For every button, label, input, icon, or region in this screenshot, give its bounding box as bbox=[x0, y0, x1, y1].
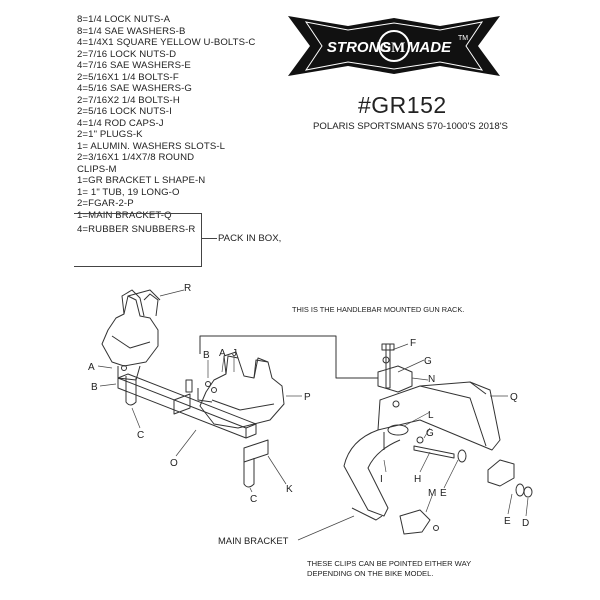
pack-in-box-label: PACK IN BOX, bbox=[218, 233, 282, 244]
parts-list-item: 8=1/4 LOCK NUTS-A bbox=[77, 14, 171, 25]
callout-c: C bbox=[250, 494, 257, 505]
callout-q: Q bbox=[510, 392, 518, 403]
callout-g: G bbox=[424, 356, 432, 367]
model-number: #GR152 bbox=[358, 92, 447, 118]
callout-a: A bbox=[219, 348, 226, 359]
connector-line bbox=[199, 335, 378, 379]
callout-e: E bbox=[504, 516, 511, 527]
clips-note-line: DEPENDING ON THE BIKE MODEL. bbox=[307, 569, 434, 578]
u-bolt-left-drawing bbox=[125, 376, 137, 406]
callout-c: C bbox=[137, 430, 144, 441]
callout-m: M bbox=[428, 488, 436, 499]
parts-list-item: 2=5/16X1 1/4 BOLTS-F bbox=[77, 71, 179, 83]
callout-a: A bbox=[88, 362, 95, 373]
callout-g: G bbox=[426, 428, 434, 439]
callout-h: H bbox=[414, 474, 421, 485]
parts-list-item: 1=MAIN BRACKET-Q bbox=[77, 209, 172, 221]
u-bolt-right-drawing bbox=[243, 458, 255, 488]
callout-l: L bbox=[428, 410, 434, 421]
main-bracket-drawing bbox=[343, 381, 501, 521]
callout-f: F bbox=[410, 338, 416, 349]
washer-e2-drawing bbox=[515, 483, 525, 497]
callout-k: K bbox=[286, 484, 293, 495]
gun-grip-right-drawing bbox=[185, 351, 285, 429]
pack-in-box-leader bbox=[201, 238, 217, 239]
callout-d: D bbox=[522, 518, 529, 529]
tube-drawing bbox=[117, 373, 269, 463]
bolt-h-drawing bbox=[413, 445, 455, 459]
parts-list-item: 2=1" PLUGS-K bbox=[77, 129, 143, 140]
parts-list-item: 2=3/16X1 1/4X7/8 ROUND bbox=[77, 152, 195, 163]
washer-e1-drawing bbox=[457, 449, 467, 463]
clip-m-drawing bbox=[399, 509, 431, 535]
callout-i: I bbox=[380, 474, 383, 485]
parts-list-item: 2=5/16 LOCK NUTS-I bbox=[77, 106, 172, 117]
parts-list-item: CLIPS-M bbox=[77, 163, 117, 175]
main-bracket-label: MAIN BRACKET bbox=[218, 535, 289, 546]
model-subtitle: POLARIS SPORTSMANS 570-1000'S 2018'S bbox=[313, 121, 508, 132]
clips-note-line: THESE CLIPS CAN BE POINTED EITHER WAY bbox=[307, 559, 472, 568]
lock-nut-d-drawing bbox=[523, 486, 533, 498]
callout-n: N bbox=[428, 374, 435, 385]
parts-list-item: 2=FGAR-2-P bbox=[77, 198, 134, 209]
parts-list-item: 4=5/16 SAE WASHERS-G bbox=[77, 83, 192, 94]
parts-list-item: 4=1/4 ROD CAPS-J bbox=[77, 117, 164, 129]
parts-list-item: 1=GR BRACKET L SHAPE-N bbox=[77, 175, 206, 186]
strong-made-logo: STRONG SM MADE TM bbox=[288, 14, 500, 83]
logo-left-text: STRONG bbox=[327, 39, 392, 56]
gun-grip-left-drawing bbox=[101, 289, 161, 381]
callout-p: P bbox=[304, 392, 311, 403]
callout-o: O bbox=[170, 458, 178, 469]
callout-j: J bbox=[232, 348, 237, 359]
l-bracket-drawing bbox=[377, 365, 413, 393]
clips-note: THESE CLIPS CAN BE POINTED EITHER WAY DE… bbox=[307, 559, 471, 579]
parts-list-item: 2=7/16X2 1/4 BOLTS-H bbox=[77, 94, 180, 106]
alum-washer-drawing bbox=[387, 424, 409, 436]
logo-badge-text: SM bbox=[383, 40, 406, 56]
bolt-f-drawing bbox=[381, 343, 395, 389]
callout-b: B bbox=[203, 350, 210, 361]
logo-tm: TM bbox=[458, 35, 468, 42]
parts-list-item: 2=7/16 LOCK NUTS-D bbox=[77, 48, 177, 60]
rubber-snubber-drawing bbox=[487, 459, 515, 487]
callout-r: R bbox=[184, 283, 191, 294]
handlebar-note: THIS IS THE HANDLEBAR MOUNTED GUN RACK. bbox=[292, 305, 465, 314]
callout-e: E bbox=[440, 488, 447, 499]
logo-right-text: MADE bbox=[407, 39, 452, 56]
callout-b: B bbox=[91, 382, 98, 393]
parts-list-item: 4=7/16 SAE WASHERS-E bbox=[77, 60, 191, 71]
parts-list-item: 8=1/4 SAE WASHERS-B bbox=[77, 25, 186, 37]
pack-in-box-bracket bbox=[74, 213, 202, 267]
parts-list-item: 1= ALUMIN. WASHERS SLOTS-L bbox=[77, 140, 226, 152]
parts-list-item: 4=1/4X1 SQUARE YELLOW U-BOLTS-C bbox=[77, 37, 256, 48]
parts-list-item: 1= 1" TUB, 19 LONG-O bbox=[77, 186, 180, 198]
parts-list-item: 4=RUBBER SNUBBERS-R bbox=[77, 224, 196, 235]
parts-list: 8=1/4 LOCK NUTS-A 8=1/4 SAE WASHERS-B 4=… bbox=[77, 14, 255, 236]
